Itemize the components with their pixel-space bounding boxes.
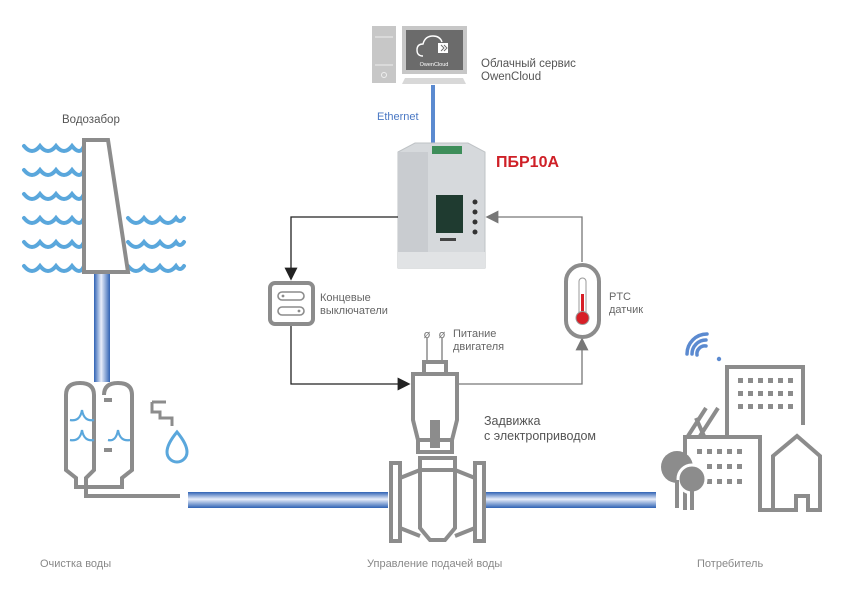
signal-line-from-sensor	[485, 210, 583, 262]
motor-power-label-line2: двигателя	[453, 341, 505, 353]
signal-line-switches-to-valve	[290, 326, 411, 391]
motor-power-label: Питание двигателя	[453, 328, 504, 354]
water-supply-control-label: Управление подачей воды	[367, 558, 503, 570]
ptc-sensor-label: PTC датчик	[609, 291, 643, 317]
consumer-buildings-icon	[661, 332, 822, 512]
motor-power-terminals: ø ø	[424, 328, 446, 360]
svg-text:ø: ø	[424, 328, 431, 341]
water-intake-label: Водозабор	[62, 114, 120, 126]
limit-switches-label-line1: Концевые	[320, 292, 371, 304]
water-intake-icon	[22, 138, 186, 274]
cloud-service-label-line1: Облачный сервис	[481, 58, 576, 70]
limit-switches-icon	[268, 281, 315, 326]
svg-text:ø: ø	[439, 328, 446, 341]
electric-valve-icon	[389, 360, 486, 543]
valve-label-line2: с электроприводом	[484, 429, 597, 443]
water-purification-icon	[64, 380, 189, 498]
ethernet-label: Ethernet	[377, 111, 419, 123]
water-waves	[22, 142, 186, 273]
signal-line-valve-to-sensor	[458, 337, 589, 385]
consumer-label: Потребитель	[697, 558, 764, 570]
ptc-sensor-label-line2: датчик	[609, 304, 644, 316]
cloud-service-label: Облачный сервис OwenCloud	[481, 58, 576, 84]
pipe-main-horizontal	[188, 492, 656, 508]
pipe-intake-vertical	[94, 270, 110, 382]
ptc-sensor-label-line1: PTC	[609, 291, 631, 303]
valve-label-line1: Задвижка	[484, 414, 541, 428]
limit-switches-label: Концевые выключатели	[320, 292, 388, 318]
signal-line-to-switches	[284, 216, 398, 281]
device-name-label: ПБР10А	[496, 154, 560, 171]
ethernet-cable	[431, 85, 435, 150]
motor-power-label-line1: Питание	[453, 328, 497, 340]
wifi-icon	[685, 332, 709, 357]
ptc-sensor-icon	[564, 263, 601, 339]
pbr10a-device	[397, 142, 486, 269]
limit-switches-label-line2: выключатели	[320, 305, 388, 317]
cloud-service-label-line2: OwenCloud	[481, 71, 542, 83]
valve-label: Задвижка с электроприводом	[484, 414, 596, 444]
cloud-server-icon: OwenCloud	[372, 26, 467, 84]
trees-icon	[661, 451, 708, 510]
owencloud-screen-text: OwenCloud	[420, 62, 449, 68]
purification-label: Очистка воды	[40, 558, 112, 570]
